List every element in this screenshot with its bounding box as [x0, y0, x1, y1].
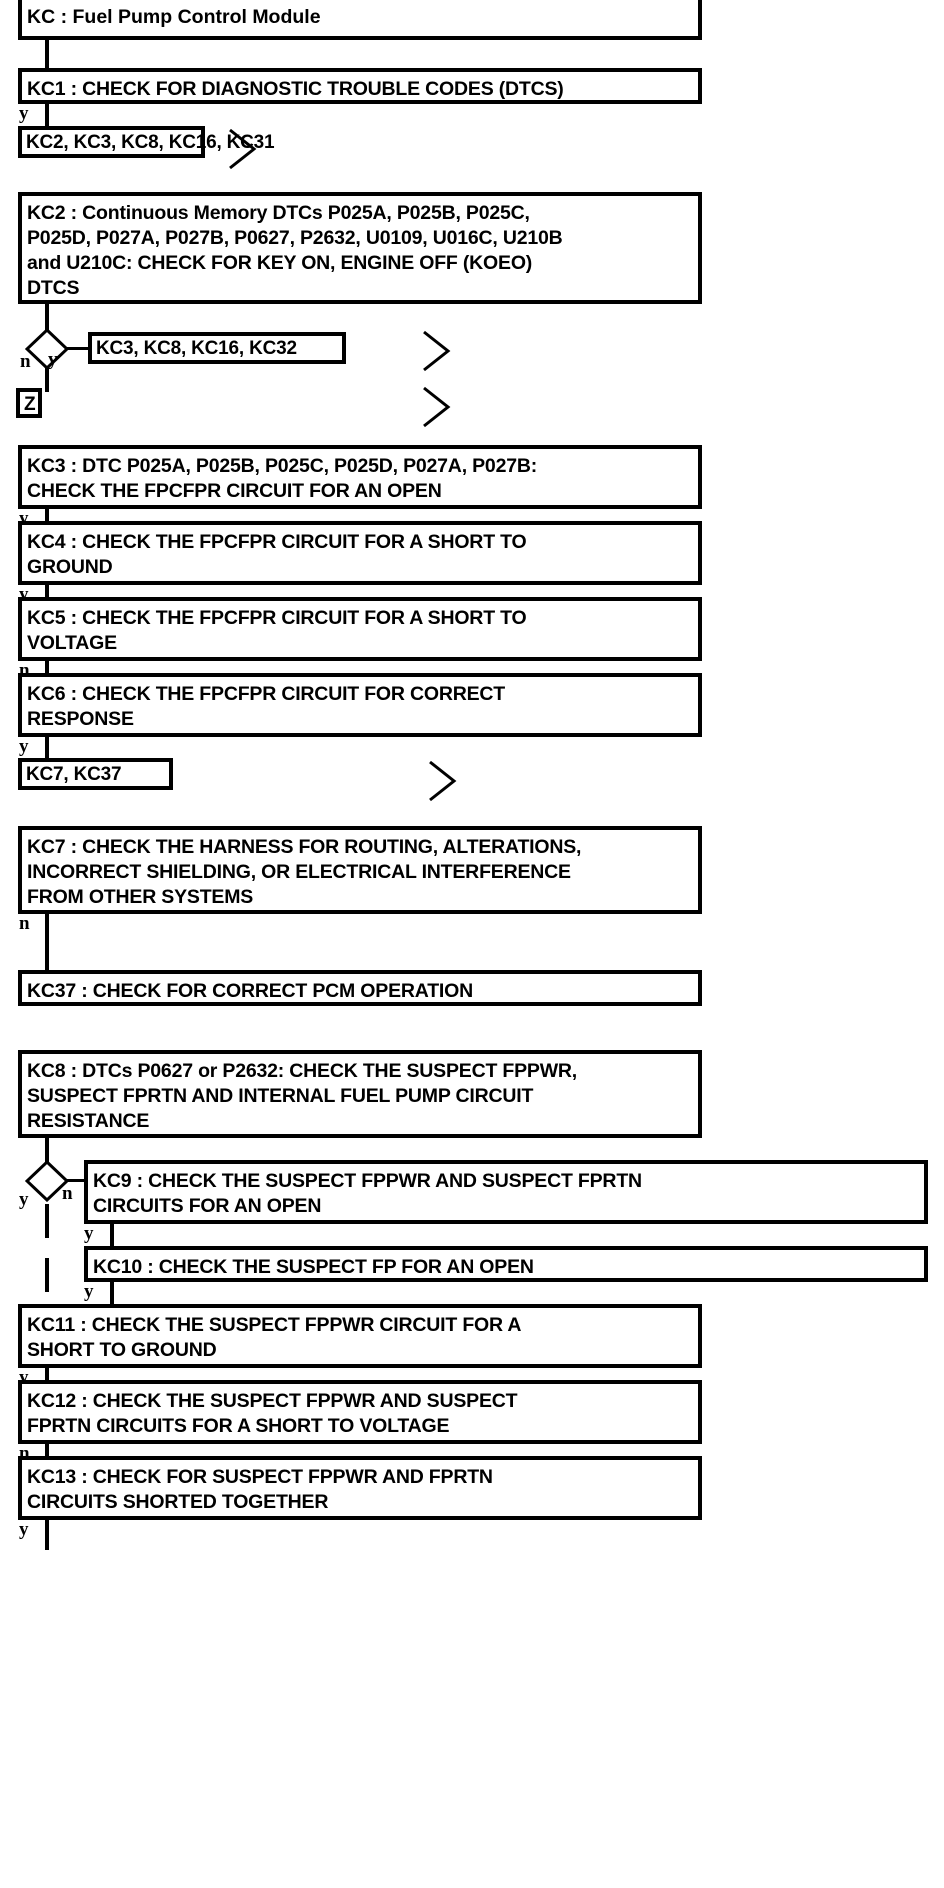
node-kc10: KC10 : CHECK THE SUSPECT FP FOR AN OPEN: [84, 1246, 928, 1282]
node-kc7: KC7 : CHECK THE HARNESS FOR ROUTING, ALT…: [18, 826, 702, 914]
connector-kc8-to-decision2: [45, 1138, 49, 1166]
connector-kc10-to-kc11: [110, 1282, 114, 1306]
ref-node-z: Z: [16, 388, 42, 418]
branch-label-kc7-no: n: [19, 913, 30, 934]
node-kc9: KC9 : CHECK THE SUSPECT FPPWR AND SUSPEC…: [84, 1160, 928, 1224]
connector-kc1-to-ref1: [45, 104, 49, 126]
decision-diamond-kc2: [25, 328, 69, 370]
branch-label-kc10-yes: y: [84, 1281, 94, 1302]
branch-label-kc11-yes: y: [19, 1367, 29, 1388]
ref-node-kc2-kc3-kc8-kc16-kc31: KC2, KC3, KC8, KC16, KC31: [18, 126, 275, 158]
node-kc-title: KC : Fuel Pump Control Module: [18, 0, 702, 40]
node-kc13: KC13 : CHECK FOR SUSPECT FPPWR AND FPRTN…: [18, 1456, 702, 1520]
branch-label-kc2-yes: y: [48, 349, 58, 370]
connector-decision2-yes-trunk-b: [45, 1258, 49, 1292]
branch-label-kc3-yes: y: [19, 508, 29, 529]
connector-kc7-to-kc37: [45, 914, 49, 970]
ref-node-kc7-kc37: KC7, KC37: [18, 758, 173, 790]
connector-kc2-to-decision1: [45, 304, 49, 334]
connector-decision2-to-kc9: [66, 1179, 88, 1182]
node-kc4: KC4 : CHECK THE FPCFPR CIRCUIT FOR A SHO…: [18, 521, 702, 585]
branch-label-kc8-no: n: [62, 1183, 73, 1204]
connector-kc9-to-kc10: [110, 1224, 114, 1246]
node-kc37: KC37 : CHECK FOR CORRECT PCM OPERATION: [18, 970, 702, 1006]
connector-kc3-to-kc4: [45, 509, 49, 525]
node-kc12: KC12 : CHECK THE SUSPECT FPPWR AND SUSPE…: [18, 1380, 702, 1444]
branch-label-kc8-yes: y: [19, 1189, 29, 1210]
branch-label-kc6-yes: y: [19, 736, 29, 757]
branch-label-kc4-yes: y: [19, 584, 29, 605]
node-kc5: KC5 : CHECK THE FPCFPR CIRCUIT FOR A SHO…: [18, 597, 702, 661]
connector-kc5-to-kc6: [45, 661, 49, 677]
node-kc1: KC1 : CHECK FOR DIAGNOSTIC TROUBLE CODES…: [18, 68, 702, 104]
branch-label-kc1-yes: y: [19, 103, 29, 124]
node-kc6: KC6 : CHECK THE FPCFPR CIRCUIT FOR CORRE…: [18, 673, 702, 737]
branch-label-kc13-yes: y: [19, 1519, 29, 1540]
connector-kc4-to-kc5: [45, 585, 49, 601]
branch-label-kc9-yes: y: [84, 1223, 94, 1244]
node-kc2: KC2 : Continuous Memory DTCs P025A, P025…: [18, 192, 702, 304]
connector-kc11-to-kc12: [45, 1368, 49, 1384]
connector-kc12-to-kc13: [45, 1444, 49, 1460]
connector-decision2-yes-trunk-a: [45, 1204, 49, 1238]
connector-kc13-out: [45, 1520, 49, 1550]
ref-node-kc3-kc8-kc16-kc32: KC3, KC8, KC16, KC32: [88, 332, 346, 364]
page-connector-chevron-1: [224, 126, 260, 172]
node-kc11: KC11 : CHECK THE SUSPECT FPPWR CIRCUIT F…: [18, 1304, 702, 1368]
page-connector-chevron-3: [418, 384, 454, 430]
node-kc8: KC8 : DTCs P0627 or P2632: CHECK THE SUS…: [18, 1050, 702, 1138]
connector-title-to-kc1: [45, 40, 49, 68]
connector-decision1-no-to-z: [45, 368, 49, 392]
decision-diamond-kc8: [25, 1160, 69, 1202]
branch-label-kc12-no: n: [19, 1443, 30, 1464]
page-connector-chevron-2: [418, 328, 454, 374]
connector-kc6-to-ref3: [45, 737, 49, 759]
branch-label-kc2-no: n: [20, 351, 31, 372]
node-kc3: KC3 : DTC P025A, P025B, P025C, P025D, P0…: [18, 445, 702, 509]
connector-decision1-to-ref2: [66, 347, 88, 350]
branch-label-kc5-no: n: [19, 660, 30, 681]
page-connector-chevron-4: [424, 758, 460, 804]
